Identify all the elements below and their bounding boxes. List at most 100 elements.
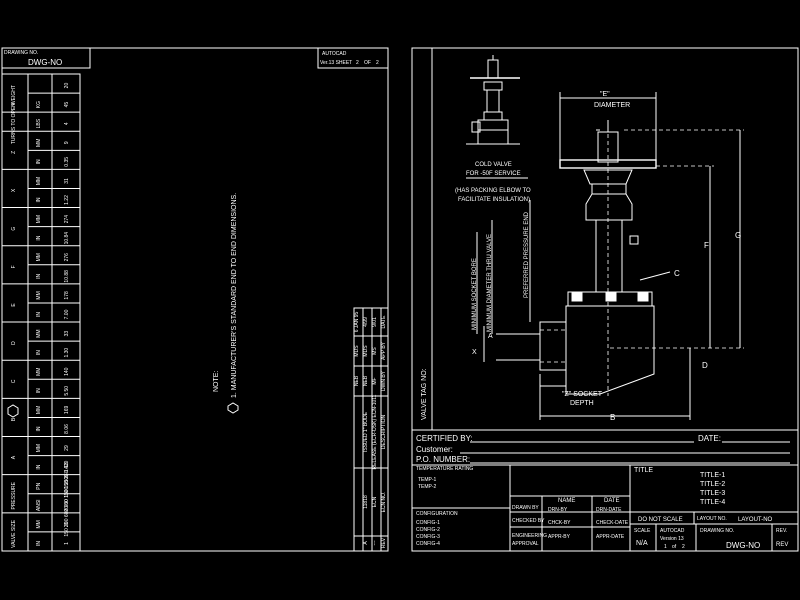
table-group-label: Z <box>11 151 17 154</box>
left-sheet-num: 2 <box>356 60 359 66</box>
rev-row2-date: 9/01 <box>372 317 378 327</box>
table-unit-cell: MM <box>36 215 42 223</box>
table-unit-cell: IN <box>36 312 42 317</box>
left-sheet-border <box>1 47 389 552</box>
rev-header-dwn: DWN BY <box>381 370 387 391</box>
table-value-cell: 25 <box>64 521 70 527</box>
table-value-cell: 5.50 <box>64 386 70 396</box>
table-unit-cell: MM <box>36 368 42 376</box>
dim-x-label: X <box>472 349 477 356</box>
yoke-collar <box>591 183 627 195</box>
sheet-num: 1 <box>664 544 667 550</box>
rev-row1-desc: ISSUED 1" BODE <box>363 411 369 452</box>
table-value-cell: 8.06 <box>64 424 70 434</box>
dim-z-depth: DEPTH <box>570 400 594 407</box>
checked-by-label: CHECKED BY <box>512 518 545 524</box>
table-value-cell: 274 <box>64 215 70 224</box>
sheet-total: 2 <box>682 544 685 550</box>
left-sheet-of: OF <box>364 60 371 66</box>
table-unit-cell: IN <box>36 273 42 278</box>
table-value-cell: 1 <box>64 542 70 545</box>
temp-rating-label: TEMPERATURE RATING <box>416 466 473 472</box>
flange-bolt-1 <box>571 292 583 302</box>
temp-2: TEMP-2 <box>418 484 437 490</box>
table-value-cell: 31 <box>64 178 70 184</box>
dim-e-diameter: DIAMETER <box>594 102 630 109</box>
table-value-cell: 4 <box>64 122 70 125</box>
rev-row1-ecn: 11818 <box>363 495 369 509</box>
version-label: Version 13 <box>660 536 684 542</box>
left-drawing-no-label: DRAWING NO. <box>4 50 38 56</box>
config-label: CONFIGURATION <box>416 511 458 517</box>
table-unit-cell: IN <box>36 388 42 393</box>
scale-value: N/A <box>636 540 648 547</box>
po-label: P.O. NUMBER: <box>416 455 470 464</box>
config-2: CONFIG-2 <box>416 527 440 533</box>
cold-valve-caption-1: COLD VALVE <box>475 162 512 168</box>
cold-valve-body <box>477 119 509 131</box>
rev-header-ecn: ECN NO. <box>381 492 387 513</box>
checked-date-value: CHECK-DATE <box>596 520 629 526</box>
rev-header-app: APP BY <box>381 341 387 360</box>
rev-row1-date: 4/99 <box>363 317 369 327</box>
right-sheet-border <box>411 47 799 552</box>
rev-row2-rev: --- <box>372 540 378 545</box>
table-group-label: VALVE SIZE <box>11 519 17 548</box>
config-1: CONFIG-1 <box>416 520 440 526</box>
valve-tag-label: VALVE TAG NO: <box>421 368 428 420</box>
flange-bolt-3 <box>637 292 649 302</box>
engineering-value: APPR-BY <box>548 534 571 540</box>
dim-e-label: "E" <box>600 91 610 98</box>
table-unit-cell: MM <box>36 139 42 147</box>
cold-valve-sketch <box>466 55 520 145</box>
cold-valve-caption-2: FOR -50F SERVICE <box>466 171 521 177</box>
cold-valve-packing-elbow <box>471 121 481 133</box>
drawing-no-label: DRAWING NO. <box>700 528 734 534</box>
rev-row2-ecn: ECN <box>372 496 378 507</box>
left-sheet: DRAWING NO. DWG-NO AUTOCAD Ver.13 SHEET … <box>1 47 389 552</box>
table-value-cell: 10.84 <box>64 232 70 245</box>
table-value-cell: 10.88 <box>64 270 70 283</box>
table-group-label: PRESSURE <box>11 481 17 509</box>
rev-row2-desc: RELEASE (ECR-OSK) ECN-1011 <box>372 394 378 469</box>
temp-1: TEMP-1 <box>418 477 437 483</box>
table-value-cell: 20 50 110 150 260 420 <box>64 460 70 511</box>
table-unit-cell: IN <box>36 235 42 240</box>
table-group-label: TURNS TO OPEN <box>11 103 17 144</box>
dim-f-label: F <box>704 241 709 250</box>
dim-a-label: A <box>488 333 493 340</box>
config-4: CONFIG-4 <box>416 541 440 547</box>
layout-no-label: LAYOUT NO. <box>697 516 727 522</box>
table-group-label: F <box>11 265 17 268</box>
packing-note-1: (HAS PACKING ELBOW TO <box>455 188 531 194</box>
rev-row2-dwn: MF <box>372 377 378 384</box>
drawn-by-value: DRN-BY <box>548 507 568 513</box>
drawing-no: DWG-NO <box>726 541 760 550</box>
engineering-label: ENGINEERING <box>512 533 547 539</box>
table-value-cell: 276 <box>64 253 70 262</box>
left-autocad-label: AUTOCAD <box>322 51 347 57</box>
dim-c-label: C <box>674 269 680 278</box>
left-sheet-total: 2 <box>376 60 379 66</box>
rev-row1-rev: A <box>363 541 369 545</box>
table-unit-cell: MM <box>36 444 42 452</box>
rev-value: REV <box>776 542 788 548</box>
table-note-hex-marker <box>7 404 19 418</box>
table-unit-cell: IN <box>36 426 42 431</box>
table-value-cell: 45 <box>64 102 70 108</box>
table-value-cell: 7.00 <box>64 309 70 319</box>
rev-label: REV. <box>776 528 787 534</box>
date-label: DATE: <box>698 434 721 443</box>
table-unit-cell: LBS <box>36 118 42 128</box>
table-unit-cell: PN <box>36 482 42 489</box>
table-unit-cell: IN <box>36 350 42 355</box>
table-unit-cell: MM <box>36 291 42 299</box>
rev-header-desc: DESCRIPTION <box>381 415 387 450</box>
drawn-date-value: DRN-DATE <box>596 507 622 513</box>
sheet-of: of <box>672 544 677 550</box>
table-unit-cell: IN <box>36 464 42 469</box>
table-group-label: D <box>11 341 17 345</box>
cold-valve-yoke-top <box>483 81 503 91</box>
cold-valve-base <box>477 129 509 145</box>
